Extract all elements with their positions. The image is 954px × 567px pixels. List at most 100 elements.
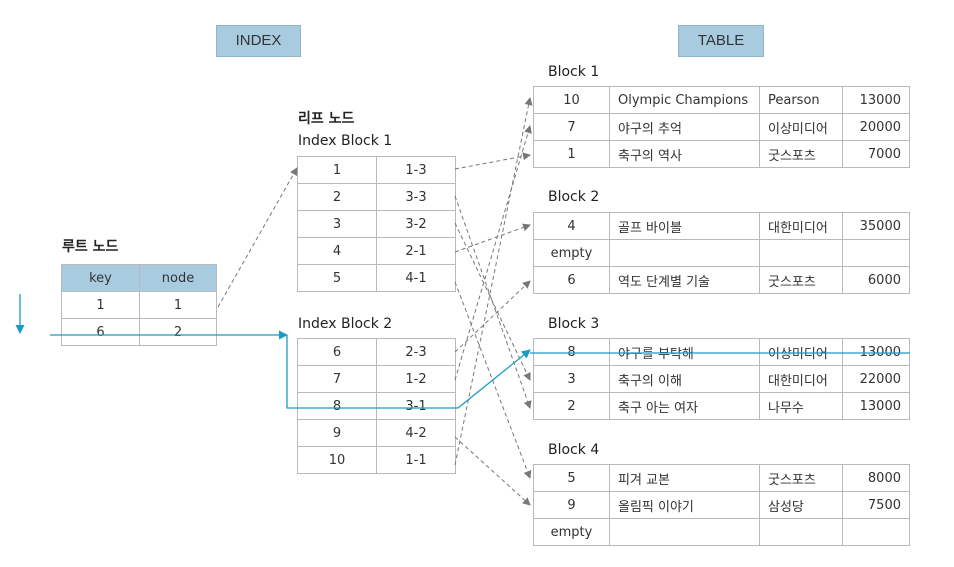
index-key-cell: 7: [297, 365, 377, 393]
title-cell: 축구 아는 여자: [609, 392, 760, 420]
publisher-cell: 삼성당: [759, 491, 843, 519]
key-cell: 6: [533, 266, 610, 294]
key-cell: 9: [533, 491, 610, 519]
block-2-title: Block 2: [548, 189, 600, 205]
root-node-cell: 2: [139, 318, 217, 346]
index-key-cell: 5: [297, 264, 377, 292]
index-pointer-cell: 3-2: [376, 210, 456, 238]
price-cell: 13000: [842, 86, 910, 114]
title-cell: 축구의 이해: [609, 365, 760, 393]
index-key-cell: 4: [297, 237, 377, 265]
key-cell: 7: [533, 113, 610, 141]
publisher-cell: Pearson: [759, 86, 843, 114]
title-cell: Olympic Champions: [609, 86, 760, 114]
price-cell: [842, 239, 910, 267]
root-node-cell: 1: [139, 291, 217, 319]
arrow-ib1-2-1: [454, 223, 531, 253]
arrow-ib1-3-2: [454, 222, 531, 381]
price-cell: 7000: [842, 140, 910, 168]
arrow-root-to-index-block-1: [217, 167, 298, 308]
index-pointer-cell: 3-3: [376, 183, 456, 211]
publisher-cell: 이상미디어: [759, 113, 843, 141]
table-row: 1 1: [61, 291, 217, 319]
arrow-ib2-1-1: [454, 97, 533, 466]
index-pointer-cell: 1-3: [376, 156, 456, 184]
key-cell: 8: [533, 338, 610, 366]
column-header-node: node: [139, 264, 217, 292]
arrow-ib1-3-3: [454, 195, 532, 409]
root-node-title: 루트 노드: [62, 239, 119, 255]
price-cell: 7500: [842, 491, 910, 519]
arrow-ib1-1-3: [454, 152, 531, 170]
block-3-title: Block 3: [548, 316, 600, 332]
index-key-cell: 8: [297, 392, 377, 420]
index-key-cell: 10: [297, 446, 377, 474]
price-cell: 35000: [842, 212, 910, 240]
publisher-cell: 굿스포츠: [759, 464, 843, 492]
publisher-cell: 굿스포츠: [759, 266, 843, 294]
column-header-key: key: [61, 264, 140, 292]
title-cell: [609, 239, 760, 267]
index-header: INDEX: [216, 25, 301, 57]
table-row: 6 2: [61, 318, 217, 346]
title-cell: [609, 518, 760, 546]
title-cell: 올림픽 이야기: [609, 491, 760, 519]
publisher-cell: 굿스포츠: [759, 140, 843, 168]
price-cell: [842, 518, 910, 546]
price-cell: 8000: [842, 464, 910, 492]
index-block-2-title: Index Block 2: [298, 316, 393, 332]
index-pointer-cell: 4-1: [376, 264, 456, 292]
price-cell: 6000: [842, 266, 910, 294]
index-block-1-title: Index Block 1: [298, 133, 393, 149]
index-pointer-cell: 3-1: [376, 392, 456, 420]
key-cell: 2: [533, 392, 610, 420]
price-cell: 13000: [842, 392, 910, 420]
key-cell: empty: [533, 239, 610, 267]
title-cell: 역도 단계별 기술: [609, 266, 760, 294]
key-cell: 1: [533, 140, 610, 168]
title-cell: 야구의 추억: [609, 113, 760, 141]
publisher-cell: 이상미디어: [759, 338, 843, 366]
title-cell: 야구를 부탁해: [609, 338, 760, 366]
price-cell: 20000: [842, 113, 910, 141]
arrow-ib2-2-3: [454, 280, 531, 353]
table-header: TABLE: [678, 25, 764, 57]
index-pointer-cell: 4-2: [376, 419, 456, 447]
index-pointer-cell: 1-2: [376, 365, 456, 393]
key-cell: 4: [533, 212, 610, 240]
table-row: empty: [533, 518, 910, 546]
index-pointer-cell: 2-1: [376, 237, 456, 265]
block-1-title: Block 1: [548, 64, 600, 80]
root-key-cell: 1: [61, 291, 140, 319]
key-cell: empty: [533, 518, 610, 546]
index-pointer-cell: 1-1: [376, 446, 456, 474]
title-cell: 축구의 역사: [609, 140, 760, 168]
root-key-cell: 6: [61, 318, 140, 346]
key-cell: 3: [533, 365, 610, 393]
price-cell: 22000: [842, 365, 910, 393]
publisher-cell: [759, 239, 843, 267]
price-cell: 13000: [842, 338, 910, 366]
arrow-ib1-4-1: [454, 281, 532, 479]
root-node-table: key node 1 1 6 2: [61, 264, 217, 346]
index-key-cell: 1: [297, 156, 377, 184]
title-cell: 피겨 교본: [609, 464, 760, 492]
index-key-cell: 2: [297, 183, 377, 211]
